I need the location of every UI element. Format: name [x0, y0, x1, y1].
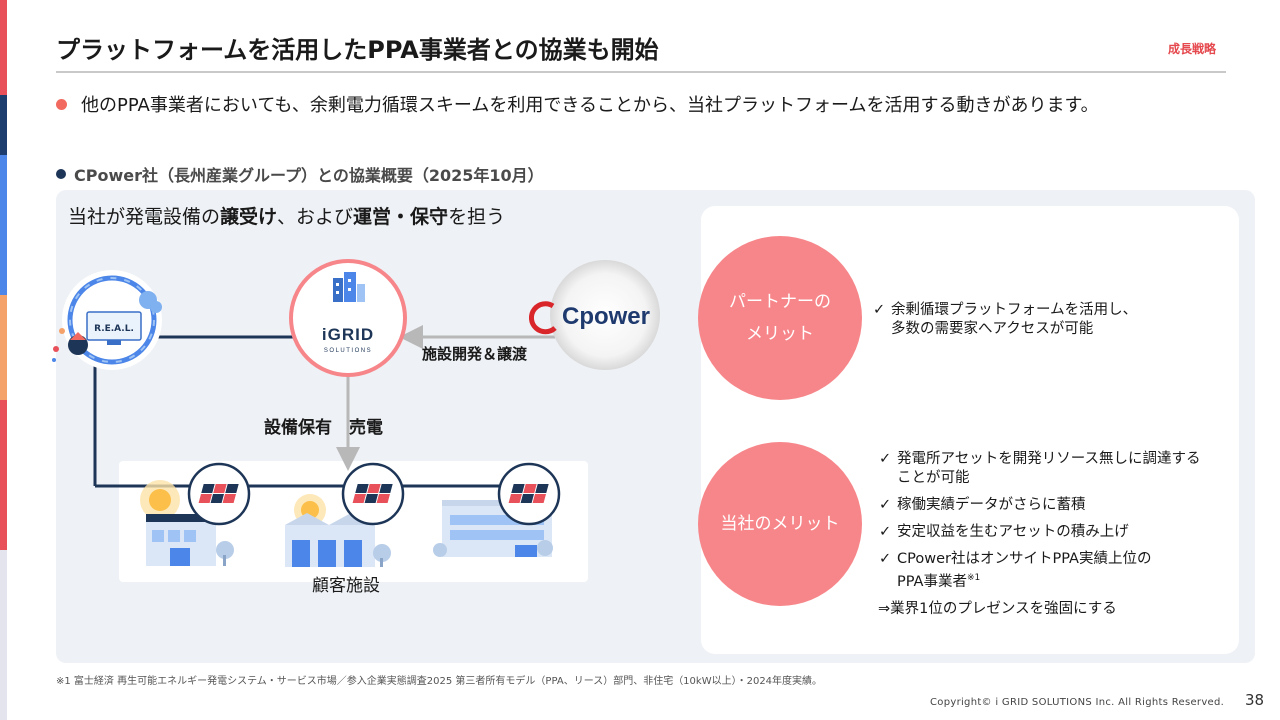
our-merit-list: ✓発電所アセットを開発リソース無しに調達することが可能 ✓稼働実績データがさらに…	[878, 450, 1201, 627]
check-icon: ✓	[879, 497, 892, 513]
footnote: ※1 富士経済 再生可能エネルギー発電システム・サービス市場／参入企業実態調査2…	[56, 676, 823, 687]
check-icon: ✓	[879, 551, 892, 567]
facility-label: 顧客施設	[312, 576, 380, 596]
solar-panel-icon	[497, 462, 561, 526]
building-icon	[285, 494, 391, 567]
list-item: ✓稼働実績データがさらに蓄積	[879, 497, 1086, 513]
partner-merit-list: ✓余剰循環プラットフォームを活用し、多数の需要家へアクセスが可能	[873, 301, 1137, 347]
solar-panel-icon	[341, 462, 405, 526]
svg-text:SOLUTIONS: SOLUTIONS	[324, 348, 372, 354]
list-item: ✓余剰循環プラットフォームを活用し、多数の需要家へアクセスが可能	[873, 302, 1138, 337]
svg-text:iGRID: iGRID	[322, 325, 374, 344]
title-divider	[56, 71, 1226, 73]
check-icon: ✓	[879, 451, 892, 467]
panel-title: 当社が発電設備の譲受け、および運営・保守を担う	[68, 206, 506, 228]
lead-text-content: 他のPPA事業者においても、余剰電力循環スキームを利用できることから、当社プラッ…	[81, 95, 1099, 116]
lead-text: 他のPPA事業者においても、余剰電力循環スキームを利用できることから、当社プラッ…	[56, 91, 1099, 117]
check-icon: ✓	[879, 524, 892, 540]
conclusion-item: ⇒業界1位のプレゼンスを強固にする	[878, 600, 1117, 617]
section-title-text: CPower社（長州産業グループ）との協業概要（2025年10月）	[74, 166, 544, 185]
svg-text:R.E.A.L.: R.E.A.L.	[94, 324, 134, 334]
list-item: ✓発電所アセットを開発リソース無しに調達することが可能	[879, 451, 1201, 486]
building-icon	[140, 480, 234, 566]
section-tag: 成長戦略	[1167, 42, 1216, 56]
list-item: ✓安定収益を生むアセットの積み上げ	[879, 524, 1129, 540]
monitor-icon: R.E.A.L.	[52, 270, 162, 370]
partner-merit-circle: パートナーの メリット	[698, 236, 862, 400]
cpower-logo: Cpower	[528, 260, 660, 370]
check-icon: ✓	[873, 302, 886, 318]
bullet-dot	[56, 98, 67, 110]
solar-panel-icon	[187, 462, 251, 526]
our-merit-circle: 当社のメリット	[698, 442, 862, 606]
svg-text:Cpower: Cpower	[562, 303, 650, 330]
ownership-label: 設備保有 売電	[264, 418, 383, 438]
igrid-logo: iGRID SOLUTIONS	[289, 259, 407, 377]
copyright: Copyright© i GRID SOLUTIONS Inc. All Rig…	[930, 697, 1225, 708]
transfer-label: 施設開発＆譲渡	[422, 345, 528, 363]
bullet-dot	[56, 169, 66, 179]
page-title: プラットフォームを活用したPPA事業者との協業も開始	[56, 36, 659, 64]
page-number: 38	[1245, 691, 1265, 709]
decorative-side-strip	[0, 0, 7, 720]
section-title: CPower社（長州産業グループ）との協業概要（2025年10月）	[56, 162, 544, 186]
